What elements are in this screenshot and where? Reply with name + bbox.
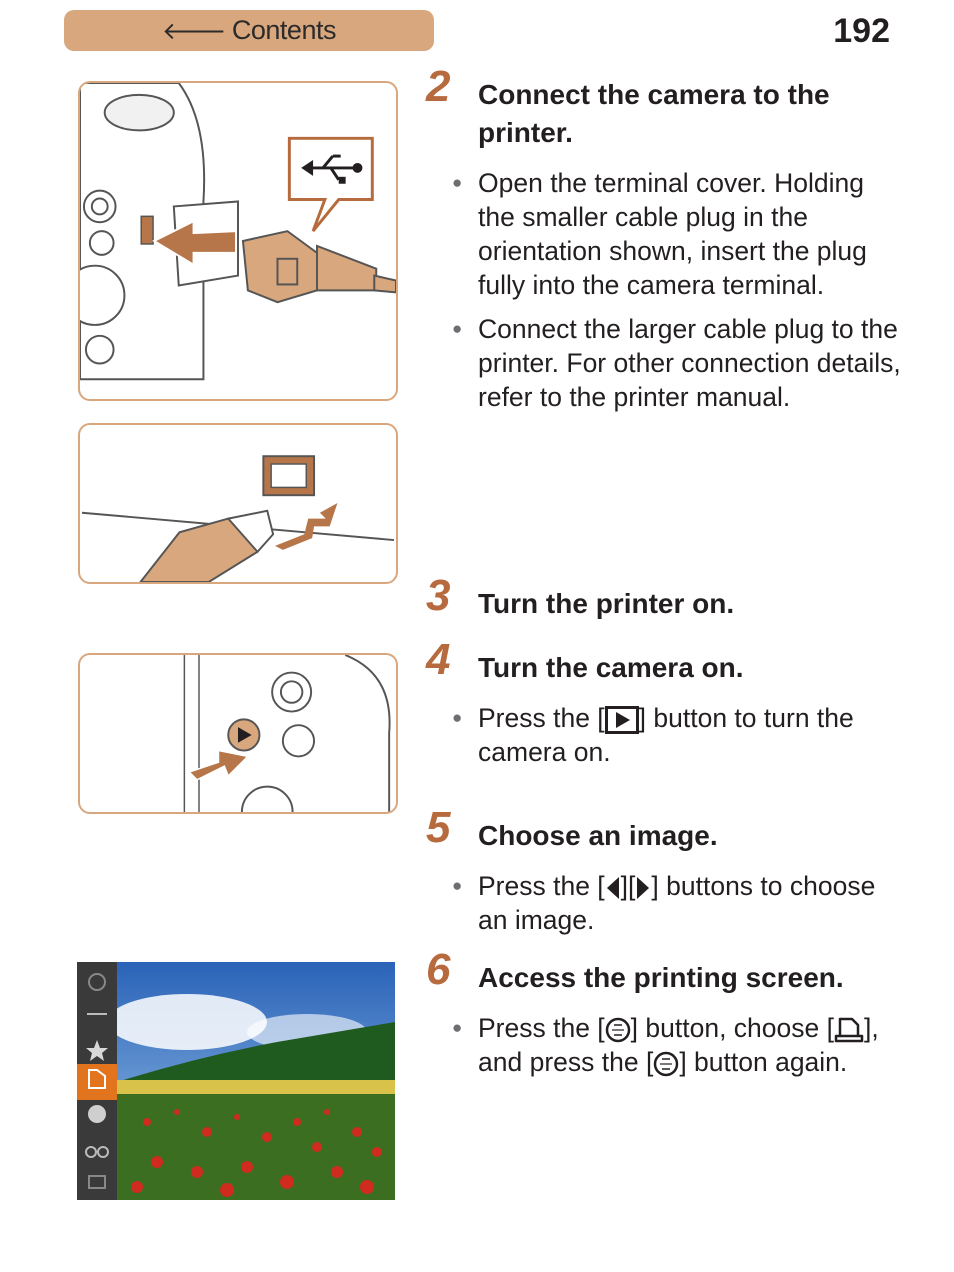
text-part: ] button to turn the camera on. — [478, 703, 854, 767]
page-number: 192 — [833, 12, 890, 50]
text-part: Press the [ — [478, 1013, 605, 1043]
bullet-connect-printer: Connect the larger cable plug to the pri… — [452, 312, 902, 414]
bullet-choose-image: Press the [ ][] buttons to choose an imag… — [452, 869, 902, 937]
playback-screen-image — [77, 962, 395, 1200]
step-title: Choose an image. — [478, 820, 718, 851]
contents-label: Contents — [231, 15, 337, 45]
print-icon — [834, 1017, 864, 1043]
step-title: Turn the camera on. — [478, 652, 744, 683]
step-number: 2 — [426, 62, 451, 111]
text-part: ] button again. — [679, 1047, 848, 1077]
step-title: Access the printing screen. — [478, 962, 844, 993]
step-title: Connect the camera to the printer. — [478, 79, 830, 148]
right-arrow-button-icon — [637, 877, 650, 899]
printer-usb-illustration — [78, 423, 398, 584]
step-number: 5 — [426, 803, 451, 852]
bullet-access-printing: Press the [ ] button, choose [], and pres… — [452, 1011, 902, 1079]
contents-button[interactable]: 🡐 Contents — [64, 10, 434, 51]
text-part: ] button, choose [ — [630, 1013, 834, 1043]
step-title: Turn the printer on. — [478, 588, 735, 619]
bullet-open-terminal: Open the terminal cover. Holding the sma… — [452, 166, 902, 302]
bullet-turn-camera-on: Press the [] button to turn the camera o… — [452, 701, 902, 769]
func-set-button-icon — [605, 1017, 630, 1043]
text-part: ] buttons to choose an image. — [478, 871, 876, 935]
text-part: ], and press the [ — [478, 1013, 879, 1077]
text-part: Press the [ — [478, 871, 605, 901]
text-part: ][ — [620, 871, 636, 901]
left-arrow-button-icon — [606, 877, 619, 899]
play-button-icon — [604, 706, 639, 734]
step-number: 4 — [426, 635, 451, 684]
func-set-button-icon — [654, 1051, 679, 1077]
text-part: Press the [ — [478, 703, 605, 733]
step-number: 6 — [426, 945, 451, 994]
back-arrow-icon: 🡐 — [162, 17, 226, 45]
camera-play-illustration — [78, 653, 398, 814]
camera-usb-illustration — [78, 81, 398, 401]
step-number: 3 — [426, 571, 451, 620]
